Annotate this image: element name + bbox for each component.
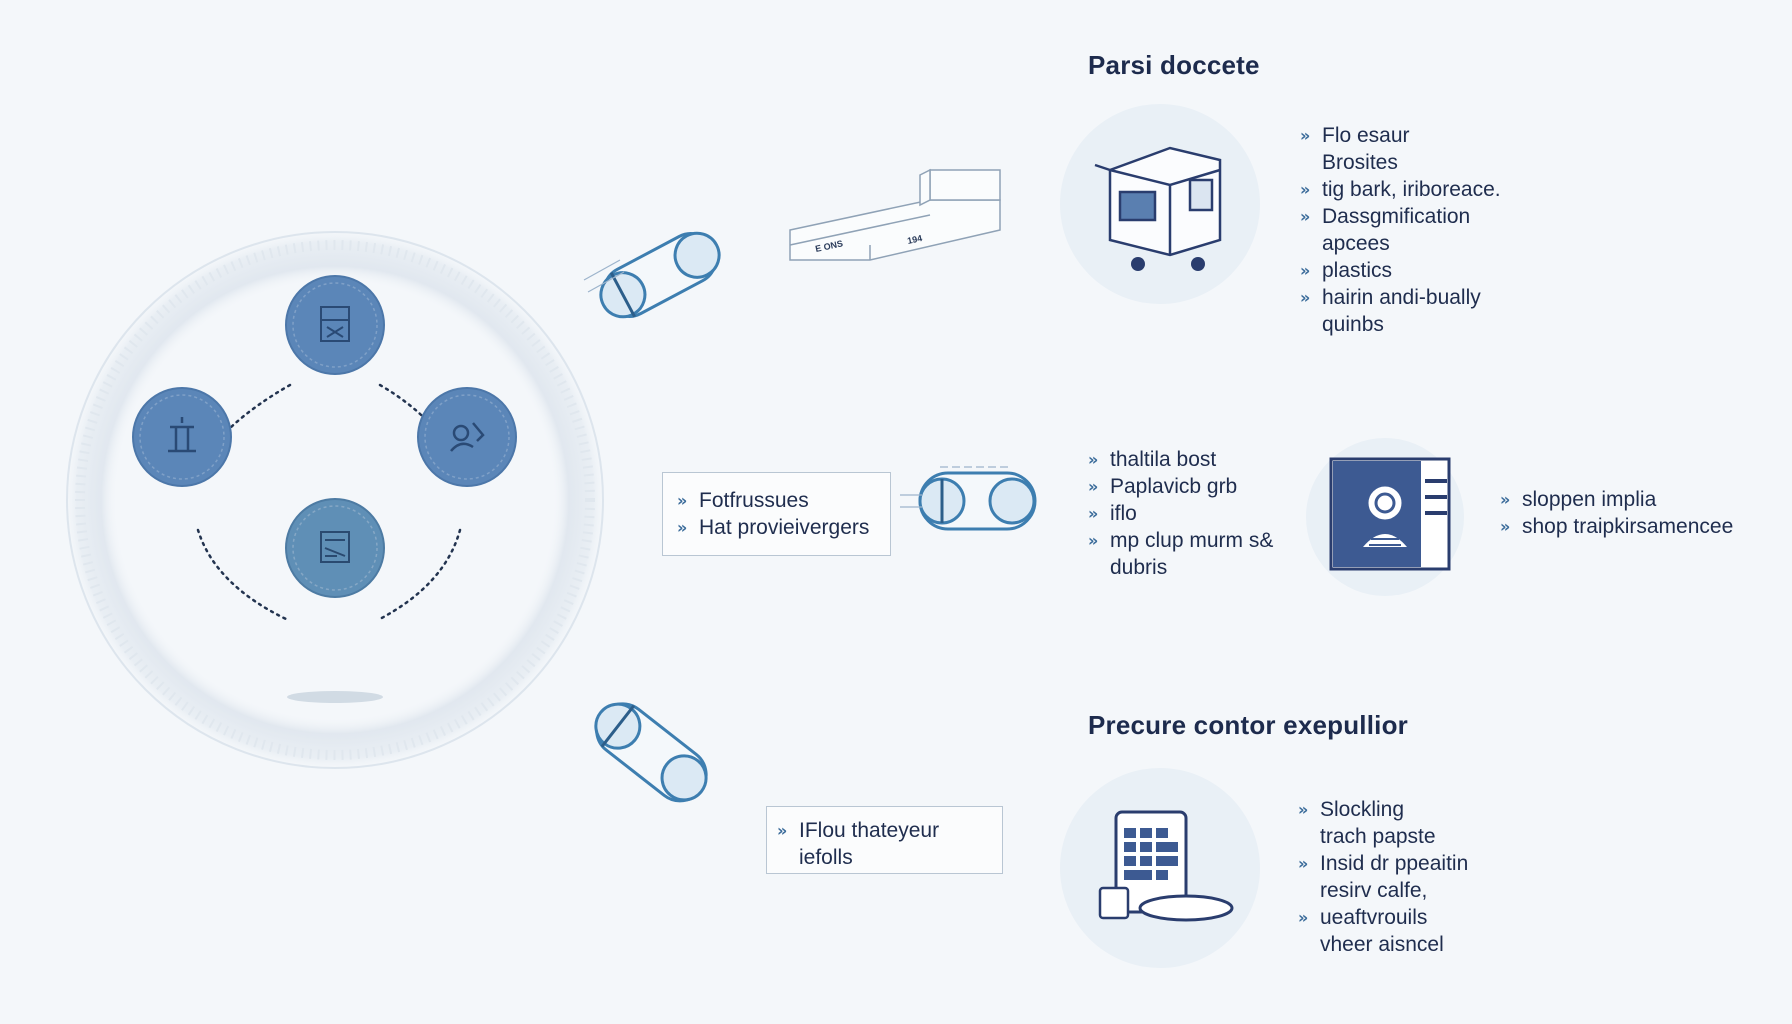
bullet-continuation: dubris — [1110, 556, 1168, 579]
chevron-right-icon: » — [1298, 908, 1309, 927]
bottom-node — [285, 498, 385, 598]
tray-icon: E ONS 194 — [789, 168, 1001, 261]
chevron-right-icon: » — [1500, 490, 1511, 509]
section2-bullets: » thaltila bost » Paplavicb grb » iflo » mp … — [1088, 446, 1318, 581]
section2-side-bullets: » sloppen implia » shop traipkirsamencee — [1500, 486, 1770, 540]
chevron-right-icon: » — [1300, 288, 1311, 307]
building-icon — [320, 306, 350, 342]
bullet-text: Paplavicb grb — [1110, 475, 1238, 498]
chevron-right-icon: » — [1300, 261, 1311, 280]
chevron-right-icon: » — [1298, 854, 1309, 873]
bullet-text: plastics — [1322, 259, 1393, 282]
list-item: » hairin andi-bually quinbs — [1300, 284, 1620, 338]
pillar-icon — [168, 417, 196, 453]
section3-bullets: » Slockling trach papste » Insid dr ppeaiti… — [1298, 796, 1598, 958]
hub-diagram — [60, 225, 610, 775]
bullet-continuation: apcees — [1322, 232, 1390, 255]
chevron-right-icon: » — [677, 518, 688, 537]
machine-cart-icon — [1094, 146, 1222, 271]
list-item: » Fotfrussues — [677, 487, 890, 514]
section3-title: Precure contor exepullior — [1088, 710, 1408, 740]
top-node — [285, 275, 385, 375]
list-item: » plastics — [1300, 257, 1620, 284]
bullet-text: Flo esaur — [1322, 124, 1410, 147]
left-node — [132, 387, 232, 487]
bullet-text: sloppen implia — [1522, 488, 1657, 511]
chevron-right-icon: » — [1088, 477, 1099, 496]
list-item: » Slockling trach papste — [1298, 796, 1598, 850]
chevron-right-icon: » — [1088, 504, 1099, 523]
bullet-continuation: vheer aisncel — [1320, 933, 1444, 956]
box-item: Fotfrussues — [699, 489, 809, 512]
chevron-right-icon: » — [677, 491, 688, 510]
bullet-text: mp clup murm s& — [1110, 529, 1274, 552]
bullet-text: tig bark, iriboreace. — [1322, 178, 1501, 201]
list-item: » Insid dr ppeaitin resirv calfe, — [1298, 850, 1598, 904]
chevron-right-icon: » — [1088, 450, 1099, 469]
bullet-text: Slockling — [1320, 798, 1405, 821]
chevron-right-icon: » — [1300, 180, 1311, 199]
list-item: » tig bark, iriboreace. — [1300, 176, 1620, 203]
list-item: » thaltila bost — [1088, 446, 1318, 473]
chevron-right-icon: » — [1088, 531, 1099, 550]
box-item: IFlou thateyeur — [799, 819, 940, 842]
tablet-grid-icon — [1098, 810, 1234, 922]
bullet-text: hairin andi-bually — [1322, 286, 1481, 309]
bullet-text: shop traipkirsamencee — [1522, 515, 1734, 538]
list-item: » Dassgmification apcees — [1300, 203, 1620, 257]
bullet-continuation: iefolls — [799, 846, 853, 869]
bullet-text: thaltila bost — [1110, 448, 1217, 471]
list-item: » sloppen implia — [1500, 486, 1770, 513]
list-item: » IFlou thateyeur iefolls — [777, 817, 1002, 871]
gear-person-icon — [450, 422, 485, 452]
bullet-text: Dassgmification — [1322, 205, 1471, 228]
chevron-right-icon: » — [1500, 517, 1511, 536]
list-item: » ueaftvrouils vheer aisncel — [1298, 904, 1598, 958]
bullet-continuation: trach papste — [1320, 825, 1436, 848]
bullet-continuation: Brosites — [1322, 151, 1398, 174]
section3-box: » IFlou thateyeur iefolls — [766, 806, 1003, 874]
document-icon — [320, 531, 350, 563]
list-item: » Paplavicb grb — [1088, 473, 1318, 500]
section1-title: Parsi doccete — [1088, 50, 1260, 80]
list-item: » mp clup murm s&dubris — [1088, 527, 1318, 581]
chevron-right-icon: » — [1298, 800, 1309, 819]
box-item: Hat provieivergers — [699, 516, 870, 539]
bullet-text: Insid dr ppeaitin — [1320, 852, 1469, 875]
terminal-device-icon — [1329, 457, 1451, 571]
bullet-text: ueaftvrouils — [1320, 906, 1428, 929]
bullet-text: iflo — [1110, 502, 1137, 525]
right-node — [417, 387, 517, 487]
chevron-right-icon: » — [777, 821, 788, 840]
link-connector-icon-2 — [900, 466, 1037, 531]
section2-box: » Fotfrussues » Hat provieivergers — [662, 472, 891, 556]
chevron-right-icon: » — [1300, 207, 1311, 226]
list-item: » Hat provieivergers — [677, 514, 890, 541]
link-connector-icon — [583, 231, 721, 319]
tray-label-right: 194 — [906, 233, 923, 246]
list-item: » iflo — [1088, 500, 1318, 527]
chevron-right-icon: » — [1300, 126, 1311, 145]
bullet-continuation: resirv calfe, — [1320, 879, 1428, 902]
link-connector-icon-3 — [594, 702, 708, 803]
list-item: » shop traipkirsamencee — [1500, 513, 1770, 540]
bullet-continuation: quinbs — [1322, 313, 1384, 336]
